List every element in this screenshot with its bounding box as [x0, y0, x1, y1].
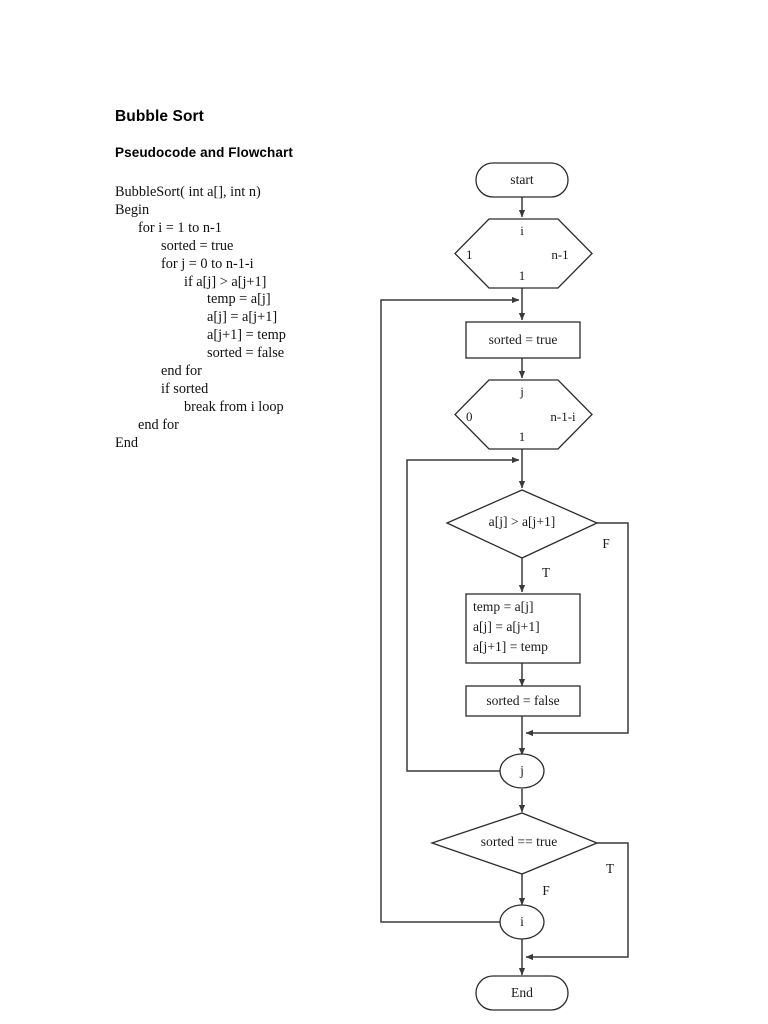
edge-loop-i-back — [380, 296, 520, 923]
edge-label-compare-true: T — [542, 565, 550, 580]
pseudocode-line: end for — [161, 363, 202, 380]
node-sorted-true-label: sorted = true — [489, 332, 558, 347]
node-sorted-false-label: sorted = false — [486, 693, 559, 708]
pseudocode-line: a[j+1] = temp — [207, 327, 286, 344]
pseudocode-line: if sorted — [161, 380, 209, 397]
node-loop-j — [454, 379, 593, 450]
node-swap-line-2: a[j] = a[j+1] — [473, 619, 540, 634]
node-swap — [465, 593, 581, 664]
pseudocode-line: if a[j] > a[j+1] — [184, 273, 267, 290]
node-check-sorted — [429, 812, 599, 875]
node-loop-j-step: 1 — [519, 429, 526, 444]
edge-label-check-sorted-true: T — [606, 861, 614, 876]
node-start-label: start — [510, 172, 534, 187]
node-swap-line-1: temp = a[j] — [473, 599, 534, 614]
edge-loop-j-back — [406, 456, 520, 772]
node-loop-i-variable: i — [520, 223, 524, 238]
node-loop-j-end-label: j — [519, 763, 524, 778]
node-loop-j-to: n-1-i — [550, 409, 576, 424]
node-loop-j-variable: j — [519, 384, 524, 399]
edge-label-check-sorted-false: F — [542, 883, 549, 898]
pseudocode-line: end for — [138, 416, 179, 433]
edge-label-compare-false: F — [602, 536, 609, 551]
node-sorted-false — [465, 685, 581, 717]
pseudocode-line: BubbleSort( int a[], int n) — [115, 184, 261, 200]
node-compare — [445, 489, 599, 559]
pseudocode-line: for j = 0 to n-1-i — [161, 255, 254, 272]
node-end-label: End — [511, 985, 533, 1000]
node-start — [475, 162, 569, 198]
node-compare-label: a[j] > a[j+1] — [489, 514, 556, 529]
node-loop-i-step: 1 — [519, 268, 526, 283]
pseudocode-line: sorted = false — [207, 345, 285, 362]
node-check-sorted-label: sorted == true — [481, 834, 558, 849]
pseudocode-line: temp = a[j] — [207, 291, 271, 308]
edge-check-sorted-true-bypass — [525, 842, 629, 961]
node-loop-j-from: 0 — [466, 409, 473, 424]
node-loop-i-to: n-1 — [551, 247, 568, 262]
page-title: Bubble Sort — [115, 108, 204, 125]
pseudocode-line: Begin — [115, 201, 150, 218]
node-sorted-true — [465, 321, 581, 359]
node-end — [475, 975, 569, 1011]
pseudocode-line: for i = 1 to n-1 — [138, 219, 222, 236]
node-loop-i-end — [499, 904, 545, 940]
node-loop-i-end-label: i — [520, 914, 524, 929]
pseudocode-line: break from i loop — [184, 398, 284, 415]
node-loop-j-end — [499, 753, 545, 789]
pseudocode-line: sorted = true — [161, 237, 234, 254]
node-loop-i — [454, 218, 593, 289]
pseudocode-line: End — [115, 434, 139, 451]
pseudocode-line: a[j] = a[j+1] — [207, 309, 278, 326]
edge-compare-false-bypass — [525, 522, 629, 737]
node-swap-line-3: a[j+1] = temp — [473, 639, 548, 654]
page-subtitle: Pseudocode and Flowchart — [115, 145, 293, 160]
node-loop-i-from: 1 — [466, 247, 473, 262]
